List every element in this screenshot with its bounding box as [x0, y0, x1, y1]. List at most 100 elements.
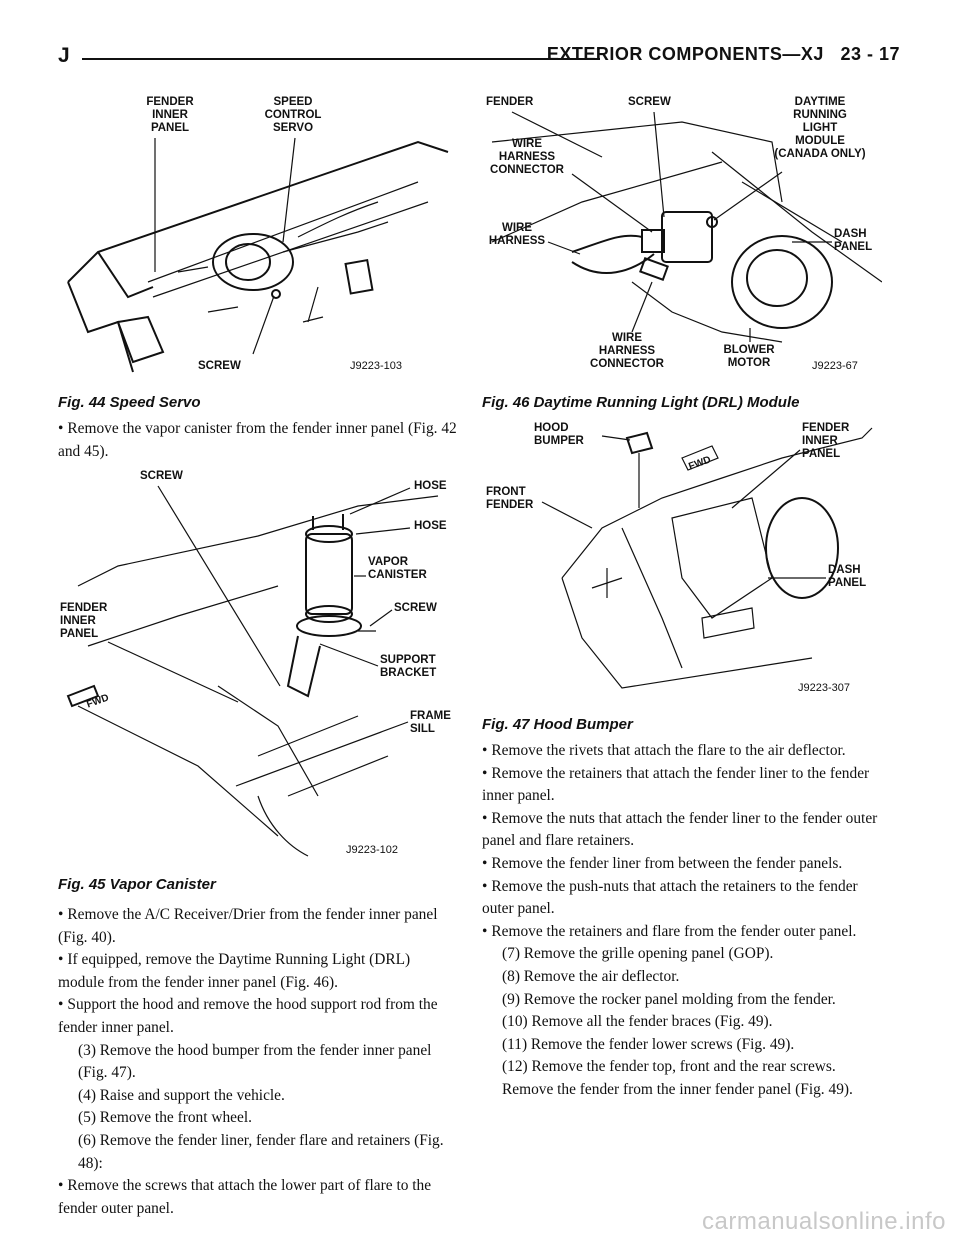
- label-blower-motor: BLOWER MOTOR: [723, 344, 775, 369]
- paragraph: •Remove the retainers that attach the fe…: [482, 763, 882, 808]
- paragraph-text: (9) Remove the rocker panel molding from…: [502, 990, 836, 1008]
- label-screw-top: SCREW: [140, 470, 183, 482]
- label-front-fender: FRONT FENDER: [486, 486, 534, 511]
- bullet-icon: •: [58, 996, 64, 1014]
- right-text: •Remove the rivets that attach the flare…: [482, 740, 882, 1102]
- label-fender: FENDER: [486, 96, 534, 108]
- header-section-letter: J: [58, 44, 70, 67]
- label-support-bracket: SUPPORT BRACKET: [380, 654, 437, 679]
- paragraph: •Remove the vapor canister from the fend…: [58, 418, 458, 463]
- paragraph-text: Remove the retainers that attach the fen…: [482, 764, 870, 805]
- paragraph: •Remove the retainers and flare from the…: [482, 921, 882, 944]
- figure-code: J9223-103: [350, 360, 402, 372]
- figure-code: J9223-307: [798, 682, 850, 694]
- bullet-icon: •: [482, 922, 488, 940]
- caption-fig44: Fig. 44 Speed Servo: [58, 394, 201, 411]
- paragraph-text: Remove the rivets that attach the flare …: [491, 742, 846, 759]
- paragraph-text: (11) Remove the fender lower screws (Fig…: [502, 1035, 795, 1053]
- label-fender-inner-panel: FENDER INNER PANEL: [146, 96, 194, 134]
- paragraph: •Remove the fender liner from between th…: [482, 853, 882, 876]
- bullet-icon: •: [58, 420, 64, 437]
- paragraph: •Remove the A/C Receiver/Drier from the …: [58, 904, 458, 949]
- figure-drl-module: FENDER SCREW DAYTIME RUNNING LIGHT MODUL…: [482, 82, 882, 382]
- paragraph-text: (3) Remove the hood bumper from the fend…: [78, 1041, 432, 1082]
- label-fender-inner-panel: FENDER INNER PANEL: [60, 602, 108, 640]
- left-text-top: •Remove the vapor canister from the fend…: [58, 418, 458, 463]
- label-screw: SCREW: [198, 360, 241, 372]
- bullet-icon: •: [58, 951, 64, 969]
- caption-fig47: Fig. 47 Hood Bumper: [482, 716, 633, 733]
- label-dash-panel: DASH PANEL: [828, 564, 867, 589]
- label-screw-right: SCREW: [394, 602, 437, 614]
- figure-speed-servo: FENDER INNER PANEL SPEED CONTROL SERVO S…: [58, 82, 458, 382]
- label-wire-harness-connector-top: WIRE HARNESS CONNECTOR: [490, 138, 564, 176]
- paragraph: •Remove the rivets that attach the flare…: [482, 740, 882, 763]
- paragraph: (11) Remove the fender lower screws (Fig…: [482, 1034, 882, 1057]
- speed-servo-illustration: [67, 140, 449, 373]
- paragraph: (7) Remove the grille opening panel (GOP…: [482, 943, 882, 966]
- label-hose-2: HOSE: [414, 520, 447, 532]
- hood-bumper-illustration: [561, 427, 873, 689]
- paragraph: (5) Remove the front wheel.: [58, 1107, 458, 1130]
- left-text-bottom: •Remove the A/C Receiver/Drier from the …: [58, 904, 458, 1220]
- paragraph: (4) Raise and support the vehicle.: [58, 1085, 458, 1108]
- bullet-icon: •: [58, 1177, 64, 1195]
- paragraph-text: (8) Remove the air deflector.: [502, 967, 680, 985]
- paragraph-text: (12) Remove the fender top, front and th…: [502, 1058, 853, 1098]
- paragraph-text: (4) Raise and support the vehicle.: [78, 1086, 285, 1104]
- bullet-icon: •: [482, 877, 488, 895]
- paragraph: •If equipped, remove the Daytime Running…: [58, 949, 458, 994]
- paragraph: (8) Remove the air deflector.: [482, 966, 882, 989]
- watermark: carmanualsonline.info: [702, 1208, 946, 1235]
- figure-vapor-canister: SCREW HOSE HOSE VAPOR CANISTER SCREW FEN…: [58, 466, 458, 870]
- label-wire-harness: WIRE HARNESS: [488, 222, 546, 247]
- label-hood-bumper: HOOD BUMPER: [534, 422, 584, 447]
- paragraph: •Remove the push-nuts that attach the re…: [482, 876, 882, 921]
- paragraph: (10) Remove all the fender braces (Fig. …: [482, 1011, 882, 1034]
- label-drl-module: DAYTIME RUNNING LIGHT MODULE (CANADA ONL…: [774, 96, 866, 160]
- bullet-icon: •: [58, 906, 64, 923]
- label-dash-panel: DASH PANEL: [834, 228, 873, 253]
- label-screw: SCREW: [628, 96, 671, 108]
- label-wire-harness-connector-bottom: WIRE HARNESS CONNECTOR: [590, 332, 664, 370]
- header-page-number: 23 - 17: [840, 44, 900, 64]
- paragraph: (9) Remove the rocker panel molding from…: [482, 989, 882, 1012]
- header-section-title: EXTERIOR COMPONENTS—XJ: [546, 44, 824, 64]
- paragraph-text: Remove the nuts that attach the fender l…: [482, 809, 878, 850]
- paragraph: •Support the hood and remove the hood su…: [58, 994, 458, 1039]
- figure-code: J9223-67: [812, 360, 858, 372]
- paragraph: (12) Remove the fender top, front and th…: [482, 1056, 882, 1101]
- label-hose-1: HOSE: [414, 480, 447, 492]
- paragraph-text: (6) Remove the fender liner, fender flar…: [78, 1131, 444, 1172]
- paragraph-text: Remove the A/C Receiver/Drier from the f…: [58, 906, 438, 946]
- label-vapor-canister: VAPOR CANISTER: [368, 556, 427, 581]
- paragraph-text: (7) Remove the grille opening panel (GOP…: [502, 945, 774, 963]
- paragraph: •Remove the screws that attach the lower…: [58, 1175, 458, 1220]
- bullet-icon: •: [482, 742, 488, 759]
- label-frame-sill: FRAME SILL: [410, 710, 451, 735]
- paragraph: (3) Remove the hood bumper from the fend…: [58, 1040, 458, 1085]
- bullet-icon: •: [482, 809, 488, 827]
- bullet-icon: •: [482, 854, 488, 872]
- paragraph-text: Remove the retainers and flare from the …: [491, 922, 857, 940]
- header-rule: [82, 58, 600, 60]
- paragraph-text: Remove the vapor canister from the fende…: [58, 420, 457, 460]
- paragraph-text: Remove the push-nuts that attach the ret…: [482, 877, 858, 918]
- bullet-icon: •: [482, 764, 488, 782]
- paragraph-text: (10) Remove all the fender braces (Fig. …: [502, 1013, 773, 1031]
- paragraph-text: If equipped, remove the Daytime Running …: [58, 951, 411, 991]
- page-header: J EXTERIOR COMPONENTS—XJ 23 - 17: [58, 44, 900, 70]
- label-fender-inner-panel: FENDER INNER PANEL: [802, 422, 850, 460]
- paragraph: (6) Remove the fender liner, fender flar…: [58, 1130, 458, 1175]
- paragraph-text: Support the hood and remove the hood sup…: [58, 996, 438, 1036]
- figure-code: J9223-102: [346, 844, 398, 856]
- caption-fig46: Fig. 46 Daytime Running Light (DRL) Modu…: [482, 394, 800, 411]
- header-title: EXTERIOR COMPONENTS—XJ 23 - 17: [547, 44, 900, 65]
- paragraph-text: Remove the screws that attach the lower …: [58, 1177, 432, 1217]
- figure-hood-bumper: HOOD BUMPER FENDER INNER PANEL FRONT FEN…: [482, 418, 882, 708]
- paragraph-text: Remove the fender liner from between the…: [491, 854, 843, 872]
- paragraph: •Remove the nuts that attach the fender …: [482, 808, 882, 853]
- label-speed-control-servo: SPEED CONTROL SERVO: [264, 96, 322, 134]
- caption-fig45: Fig. 45 Vapor Canister: [58, 876, 216, 893]
- paragraph-text: (5) Remove the front wheel.: [78, 1109, 252, 1127]
